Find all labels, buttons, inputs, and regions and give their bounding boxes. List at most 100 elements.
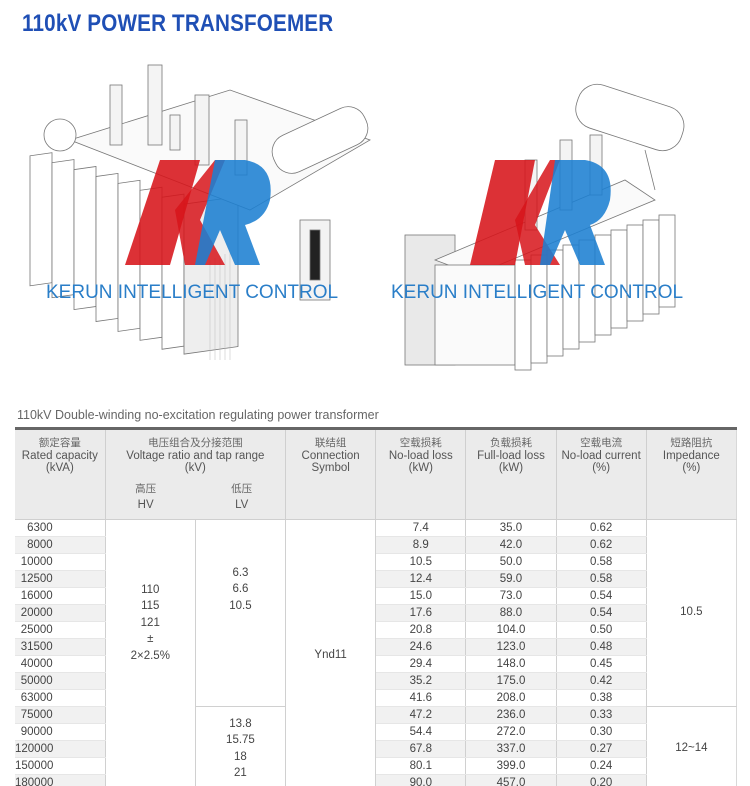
noload-current-cell: 0.62 bbox=[556, 519, 647, 537]
fullload-loss-cell: 50.0 bbox=[465, 553, 557, 571]
spec-table: 额定容量 Rated capacity (kVA) 电压组合及分接范围 Volt… bbox=[15, 427, 738, 786]
fullload-loss-cell: 59.0 bbox=[465, 570, 557, 588]
fullload-loss-cell: 399.0 bbox=[465, 757, 557, 775]
connection-cell: Ynd11 bbox=[285, 519, 377, 786]
capacity-cell: 12500 bbox=[15, 570, 106, 588]
fullload-loss-cell: 457.0 bbox=[465, 774, 557, 786]
noload-current-cell: 0.58 bbox=[556, 570, 647, 588]
noload-current-cell: 0.58 bbox=[556, 553, 647, 571]
impedance-cell-group2: 12~14 bbox=[646, 706, 738, 786]
noload-loss-cell: 12.4 bbox=[375, 570, 467, 588]
noload-loss-cell: 54.4 bbox=[375, 723, 467, 741]
noload-current-cell: 0.54 bbox=[556, 587, 647, 605]
header-connection: 联结组 Connection Symbol bbox=[285, 428, 377, 520]
capacity-cell: 63000 bbox=[15, 689, 106, 707]
noload-current-cell: 0.30 bbox=[556, 723, 647, 741]
capacity-cell: 50000 bbox=[15, 672, 106, 690]
watermark-text: KERUN INTELLIGENT CONTROL bbox=[46, 282, 339, 303]
capacity-cell: 31500 bbox=[15, 638, 106, 656]
noload-current-cell: 0.42 bbox=[556, 672, 647, 690]
fullload-loss-cell: 175.0 bbox=[465, 672, 557, 690]
header-noload-loss: 空载损耗 No-load loss (kW) bbox=[375, 428, 467, 520]
header-impedance: 短路阻抗 Impedance (%) bbox=[646, 428, 738, 520]
fullload-loss-cell: 88.0 bbox=[465, 604, 557, 622]
lv-cell-group1: 6.3 6.6 10.5 bbox=[195, 519, 287, 707]
noload-loss-cell: 29.4 bbox=[375, 655, 467, 673]
capacity-cell: 10000 bbox=[15, 553, 106, 571]
header-noload-current: 空载电流 No-load current (%) bbox=[556, 428, 647, 520]
fullload-loss-cell: 35.0 bbox=[465, 519, 557, 537]
noload-loss-cell: 10.5 bbox=[375, 553, 467, 571]
noload-loss-cell: 47.2 bbox=[375, 706, 467, 724]
logo-k-stem bbox=[125, 160, 200, 265]
noload-loss-cell: 80.1 bbox=[375, 757, 467, 775]
page-title: 110kV POWER TRANSFOEMER bbox=[22, 10, 334, 37]
noload-loss-cell: 24.6 bbox=[375, 638, 467, 656]
capacity-cell: 180000 bbox=[15, 774, 106, 786]
header-voltage: 电压组合及分接范围 Voltage ratio and tap range (k… bbox=[105, 428, 287, 520]
header-lv: 低压 LV bbox=[231, 482, 253, 511]
fullload-loss-cell: 104.0 bbox=[465, 621, 557, 639]
noload-current-cell: 0.24 bbox=[556, 757, 647, 775]
noload-loss-cell: 20.8 bbox=[375, 621, 467, 639]
fullload-loss-cell: 42.0 bbox=[465, 536, 557, 554]
noload-current-cell: 0.48 bbox=[556, 638, 647, 656]
header-hv: 高压 HV bbox=[135, 482, 157, 511]
capacity-cell: 150000 bbox=[15, 757, 106, 775]
table-row: 6300 110 115 121 ± 2×2.5% 6.3 6.6 10.5 Y… bbox=[15, 519, 738, 786]
fullload-loss-cell: 73.0 bbox=[465, 587, 557, 605]
fullload-loss-cell: 123.0 bbox=[465, 638, 557, 656]
capacity-cell: 8000 bbox=[15, 536, 106, 554]
fullload-loss-cell: 337.0 bbox=[465, 740, 557, 758]
capacity-cell: 90000 bbox=[15, 723, 106, 741]
fullload-loss-cell: 148.0 bbox=[465, 655, 557, 673]
transformer-front-illustration: KERUN INTELLIGENT CONTROL bbox=[0, 60, 375, 400]
noload-loss-cell: 15.0 bbox=[375, 587, 467, 605]
noload-current-cell: 0.50 bbox=[556, 621, 647, 639]
fullload-loss-cell: 236.0 bbox=[465, 706, 557, 724]
noload-current-cell: 0.20 bbox=[556, 774, 647, 786]
capacity-cell: 40000 bbox=[15, 655, 106, 673]
transformer-drawing-icon bbox=[404, 83, 685, 371]
impedance-cell-group1: 10.5 bbox=[646, 519, 738, 707]
noload-current-cell: 0.62 bbox=[556, 536, 647, 554]
header-fullload-loss: 负载损耗 Full-load loss (kW) bbox=[465, 428, 557, 520]
capacity-cell: 6300 bbox=[15, 519, 106, 537]
spec-table-body: 6300 110 115 121 ± 2×2.5% 6.3 6.6 10.5 Y… bbox=[15, 519, 738, 786]
noload-loss-cell: 7.4 bbox=[375, 519, 467, 537]
noload-loss-cell: 8.9 bbox=[375, 536, 467, 554]
capacity-cell: 120000 bbox=[15, 740, 106, 758]
noload-loss-cell: 90.0 bbox=[375, 774, 467, 786]
noload-loss-cell: 41.6 bbox=[375, 689, 467, 707]
capacity-cell: 16000 bbox=[15, 587, 106, 605]
hv-lv-subheaders: 高压 HV 低压 LV bbox=[106, 475, 285, 519]
noload-loss-cell: 67.8 bbox=[375, 740, 467, 758]
transformer-drawing-icon bbox=[29, 64, 371, 360]
fullload-loss-cell: 208.0 bbox=[465, 689, 557, 707]
header-capacity: 额定容量 Rated capacity (kVA) bbox=[15, 428, 106, 520]
watermark-text: KERUN INTELLIGENT CONTROL bbox=[391, 282, 684, 303]
noload-current-cell: 0.38 bbox=[556, 689, 647, 707]
capacity-cell: 25000 bbox=[15, 621, 106, 639]
table-caption: 110kV Double-winding no-excitation regul… bbox=[17, 408, 379, 422]
noload-loss-cell: 17.6 bbox=[375, 604, 467, 622]
noload-current-cell: 0.54 bbox=[556, 604, 647, 622]
noload-current-cell: 0.33 bbox=[556, 706, 647, 724]
noload-current-cell: 0.27 bbox=[556, 740, 647, 758]
capacity-cell: 20000 bbox=[15, 604, 106, 622]
